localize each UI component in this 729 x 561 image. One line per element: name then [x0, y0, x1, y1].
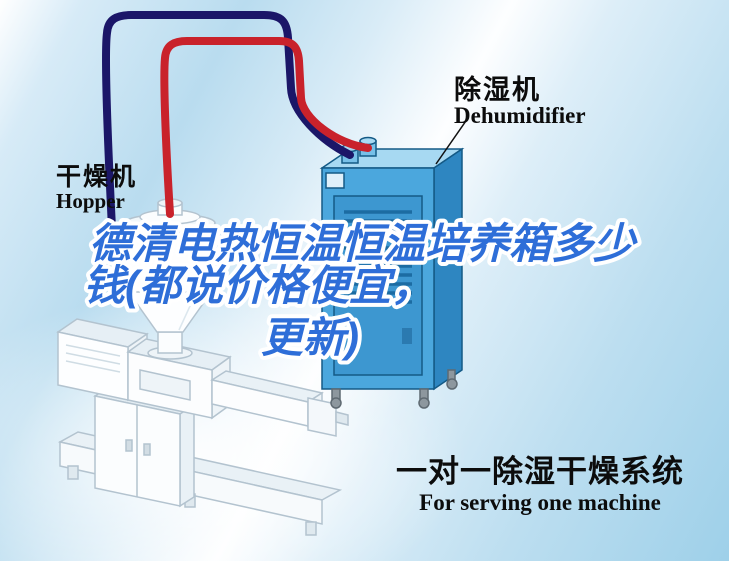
caption-title: 一对一除湿干燥系统 [396, 454, 684, 489]
extruder-illustration [56, 318, 349, 536]
watermark-line1: 德清电热恒温恒温培养箱多少 [89, 220, 638, 267]
dehumidifier-label-en: Dehumidifier [454, 103, 586, 129]
die-head [307, 397, 337, 437]
watermark-line2: 钱(都说价格便宜， [83, 262, 433, 309]
hopper-label-en: Hopper [56, 189, 125, 214]
dehumidifier-illustration [319, 136, 465, 409]
cabinet-controller [325, 172, 345, 189]
caster-wheels [330, 369, 458, 409]
label-dehumidifier: 除湿机 Dehumidifier [454, 76, 586, 128]
blue-return-pipe [101, 11, 354, 252]
red-supply-pipe [160, 37, 372, 218]
caption: 一对一除湿干燥系统 For serving one machine [378, 454, 702, 515]
leader-line [435, 117, 469, 165]
dehumidifier-label-cn: 除湿机 [454, 75, 541, 105]
caption-subtitle: For serving one machine [419, 489, 661, 515]
label-hopper: 干燥机 Hopper [56, 163, 138, 214]
vent-slats [344, 210, 412, 304]
hopper-label-cn: 干燥机 [56, 163, 138, 191]
watermark-line3: 更新) [261, 314, 359, 361]
door-latch [402, 328, 412, 344]
